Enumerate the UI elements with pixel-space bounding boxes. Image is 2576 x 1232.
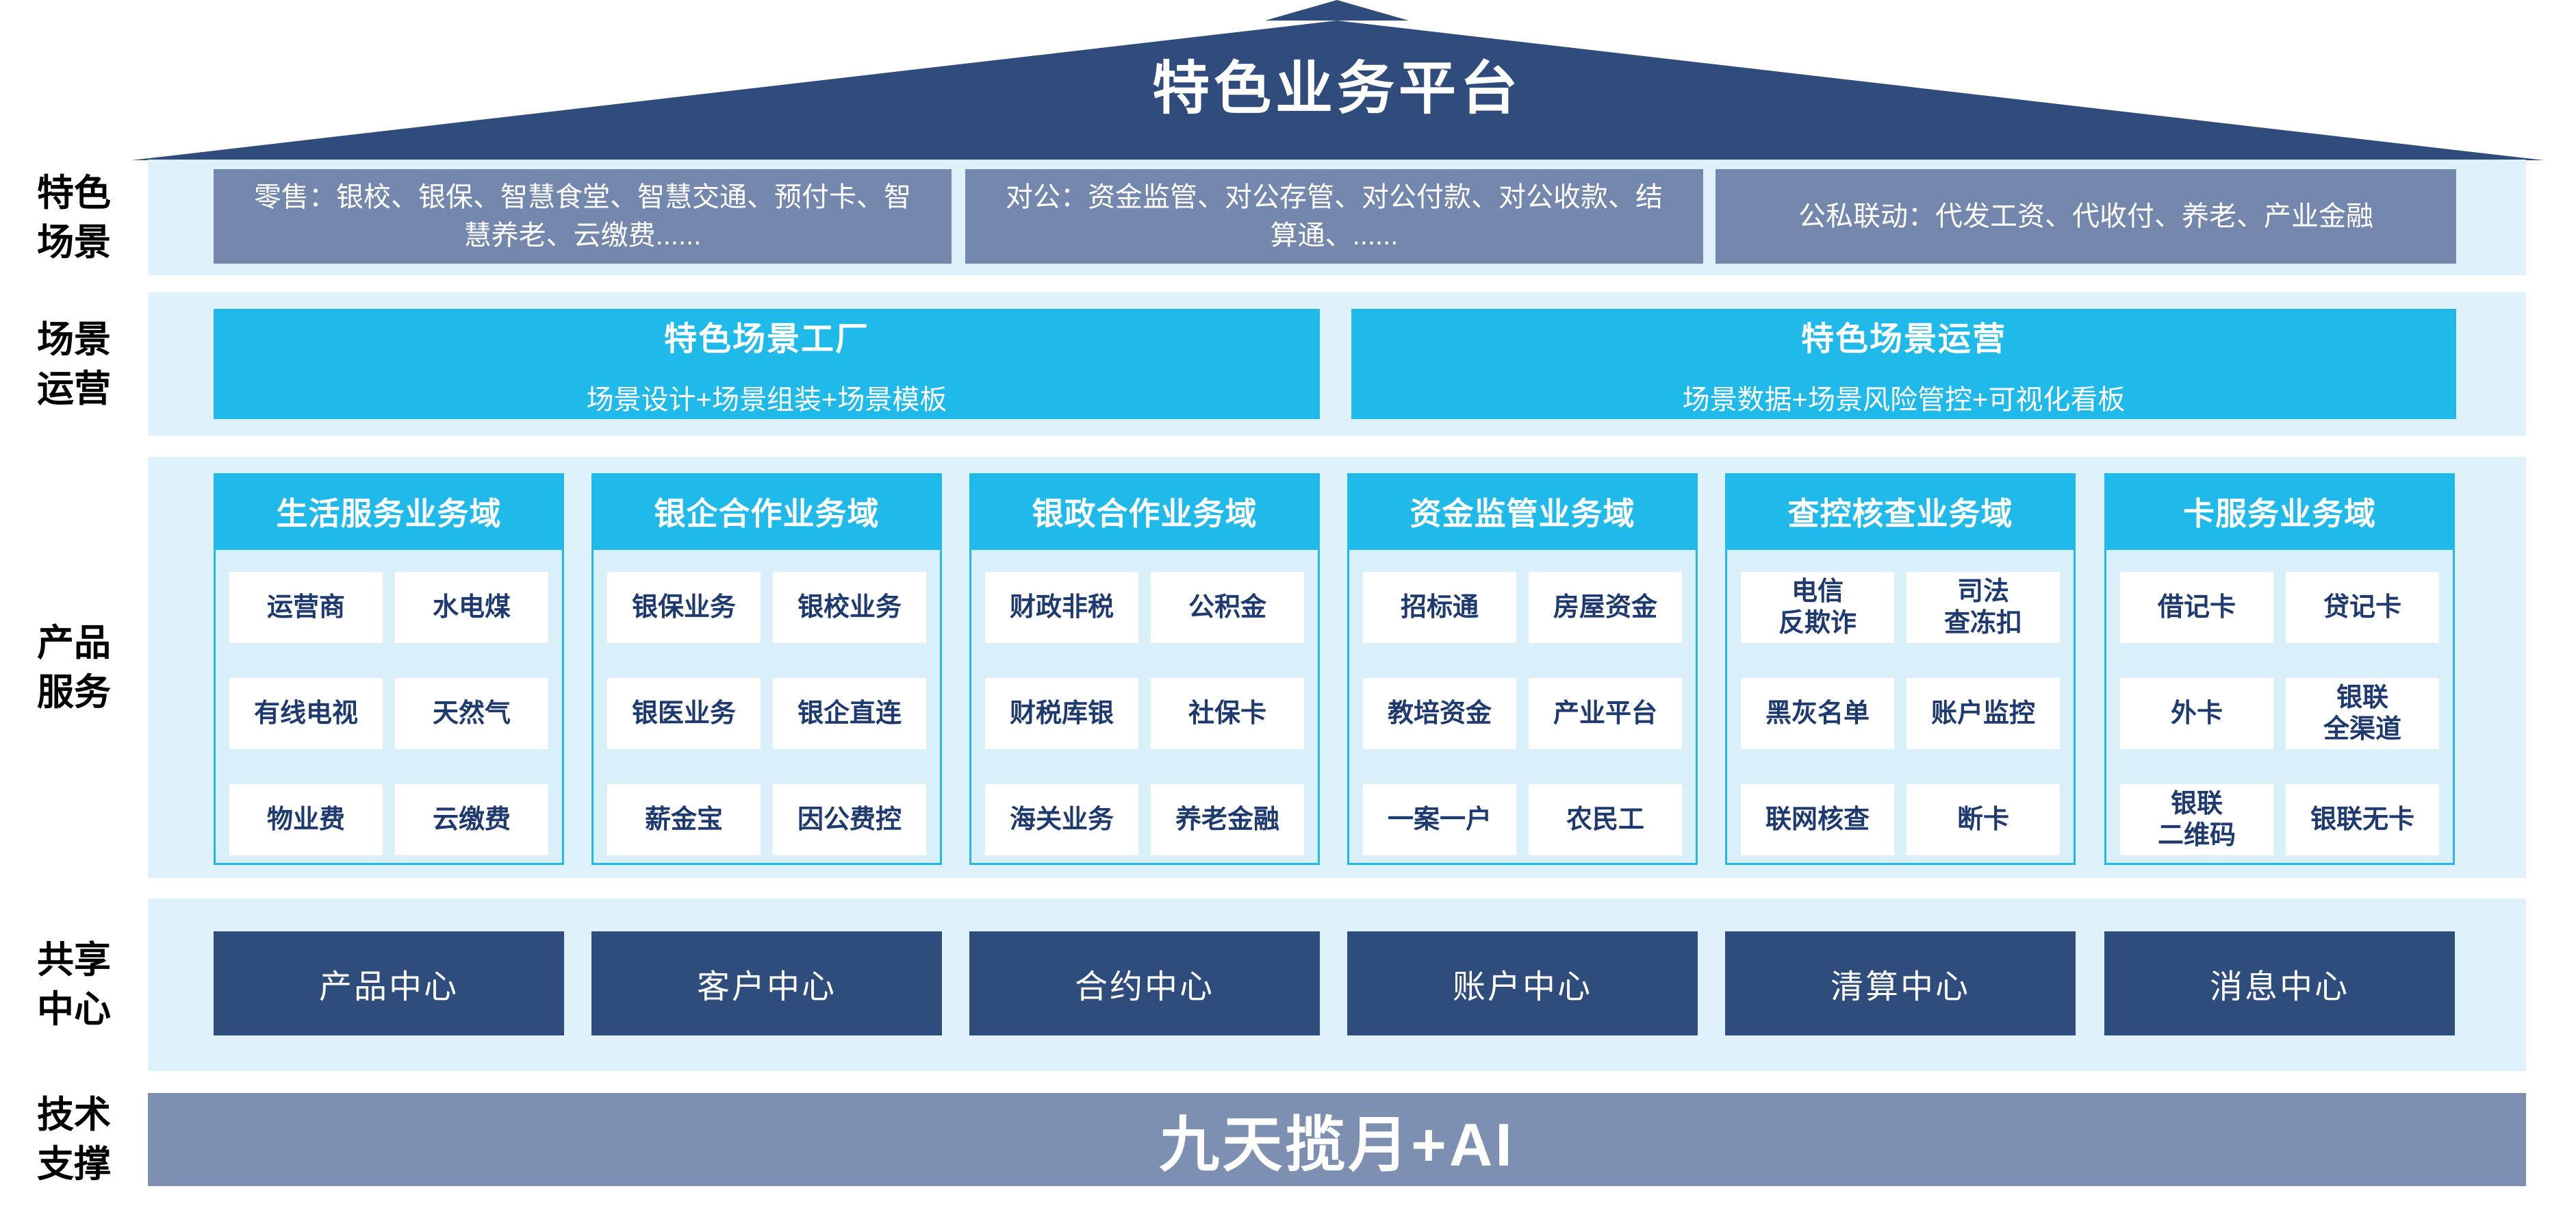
- scene-factory-box: 特色场景工厂 场景设计+场景组装+场景模板: [214, 309, 1320, 419]
- side-label-shared: 共享 中心: [37, 940, 111, 1030]
- product-cell: 海关业务: [985, 784, 1138, 855]
- scene-operation-subtitle: 场景数据+场景风险管控+可视化看板: [1682, 384, 2126, 415]
- product-cell: 财政非税: [985, 572, 1138, 643]
- product-cell: 有线电视: [229, 678, 383, 749]
- product-cell: 物业费: [229, 784, 383, 855]
- platform-title: 特色业务平台: [1151, 56, 1522, 121]
- side-label-operations: 场景 运营: [37, 318, 111, 410]
- column-body: 招标通 房屋资金 教培资金 产业平台 一案一户 农民工: [1347, 550, 1698, 865]
- product-cell: 司法 查冻扣: [1907, 572, 2060, 643]
- column-header: 银企合作业务域: [591, 473, 942, 550]
- column-header: 银政合作业务域: [969, 473, 1320, 550]
- product-cell: 银联 全渠道: [2286, 678, 2439, 749]
- center-box-customer: 客户中心: [591, 931, 942, 1035]
- column-header: 资金监管业务域: [1347, 473, 1698, 550]
- product-cell: 薪金宝: [607, 784, 761, 855]
- product-cell: 黑灰名单: [1741, 678, 1894, 749]
- side-label-products: 产品 服务: [37, 622, 111, 713]
- shared-row-strip: 产品中心 客户中心 合约中心 账户中心 清算中心 消息中心: [148, 898, 2526, 1071]
- side-label-scenes: 特色 场景: [37, 172, 111, 263]
- product-cell: 银校业务: [773, 572, 926, 643]
- product-cell: 银企直连: [773, 678, 926, 749]
- product-cell: 水电煤: [395, 572, 548, 643]
- product-cell: 银医业务: [607, 678, 761, 749]
- product-cell: 贷记卡: [2286, 572, 2439, 643]
- product-cell: 外卡: [2120, 678, 2273, 749]
- product-cell: 账户监控: [1907, 678, 2060, 749]
- product-column-fund-supervision: 资金监管业务域 招标通 房屋资金 教培资金 产业平台 一案一户 农民工: [1347, 473, 1698, 865]
- scene-box-corporate: 对公：资金监管、对公存管、对公付款、对公收款、结算通、......: [965, 169, 1703, 264]
- product-cell: 养老金融: [1151, 784, 1304, 855]
- product-cell: 财税库银: [985, 678, 1138, 749]
- product-cell: 运营商: [229, 572, 383, 643]
- column-header: 查控核查业务域: [1725, 473, 2076, 550]
- product-row-strip: 生活服务业务域 运营商 水电煤 有线电视 天然气 物业费 云缴费 银企合作业务域…: [148, 457, 2526, 878]
- scene-operation-title: 特色场景运营: [1800, 320, 2006, 357]
- column-header: 生活服务业务域: [214, 473, 564, 550]
- roof-banner-shape: [131, 0, 2544, 160]
- center-box-clearing: 清算中心: [1725, 931, 2076, 1035]
- operation-row-strip: 特色场景工厂 场景设计+场景组装+场景模板 特色场景运营 场景数据+场景风险管控…: [148, 292, 2526, 436]
- tech-support-bar: 九天揽月+AI: [148, 1093, 2526, 1186]
- product-cell: 借记卡: [2120, 572, 2273, 643]
- product-cell: 公积金: [1151, 572, 1304, 643]
- product-cell: 因公费控: [773, 784, 926, 855]
- product-cell: 社保卡: [1151, 678, 1304, 749]
- product-cell: 房屋资金: [1529, 572, 1682, 643]
- product-cell: 联网核查: [1741, 784, 1894, 855]
- product-column-bank-enterprise: 银企合作业务域 银保业务 银校业务 银医业务 银企直连 薪金宝 因公费控: [591, 473, 942, 865]
- scene-box-retail: 零售：银校、银保、智慧食堂、智慧交通、预付卡、智慧养老、云缴费......: [214, 169, 952, 264]
- product-column-life-services: 生活服务业务域 运营商 水电煤 有线电视 天然气 物业费 云缴费: [214, 473, 564, 865]
- column-body: 银保业务 银校业务 银医业务 银企直连 薪金宝 因公费控: [591, 550, 942, 865]
- scene-row-strip: 零售：银校、银保、智慧食堂、智慧交通、预付卡、智慧养老、云缴费...... 对公…: [148, 160, 2526, 275]
- product-column-bank-government: 银政合作业务域 财政非税 公积金 财税库银 社保卡 海关业务 养老金融: [969, 473, 1320, 865]
- scene-factory-title: 特色场景工厂: [663, 320, 869, 357]
- product-cell: 天然气: [395, 678, 548, 749]
- product-cell: 银联无卡: [2286, 784, 2439, 855]
- center-box-product: 产品中心: [214, 931, 564, 1035]
- scene-box-linkage: 公私联动：代发工资、代收付、养老、产业金融: [1716, 169, 2456, 264]
- product-cell: 云缴费: [395, 784, 548, 855]
- column-body: 财政非税 公积金 财税库银 社保卡 海关业务 养老金融: [969, 550, 1320, 865]
- product-cell: 电信 反欺诈: [1741, 572, 1894, 643]
- product-column-card-services: 卡服务业务域 借记卡 贷记卡 外卡 银联 全渠道 银联 二维码 银联无卡: [2104, 473, 2455, 865]
- center-box-contract: 合约中心: [969, 931, 1320, 1035]
- side-label-tech: 技术 支撑: [37, 1094, 111, 1185]
- product-cell: 银联 二维码: [2120, 784, 2273, 855]
- column-body: 借记卡 贷记卡 外卡 银联 全渠道 银联 二维码 银联无卡: [2104, 550, 2455, 865]
- scene-factory-subtitle: 场景设计+场景组装+场景模板: [586, 384, 947, 415]
- product-cell: 一案一户: [1363, 784, 1516, 855]
- column-header: 卡服务业务域: [2104, 473, 2455, 550]
- product-cell: 产业平台: [1529, 678, 1682, 749]
- scene-operation-box: 特色场景运营 场景数据+场景风险管控+可视化看板: [1351, 309, 2456, 419]
- column-body: 运营商 水电煤 有线电视 天然气 物业费 云缴费: [214, 550, 564, 865]
- column-body: 电信 反欺诈 司法 查冻扣 黑灰名单 账户监控 联网核查 断卡: [1725, 550, 2076, 865]
- center-box-message: 消息中心: [2104, 931, 2455, 1035]
- product-cell: 农民工: [1529, 784, 1682, 855]
- product-cell: 银保业务: [607, 572, 761, 643]
- product-cell: 教培资金: [1363, 678, 1516, 749]
- product-cell: 断卡: [1907, 784, 2060, 855]
- product-cell: 招标通: [1363, 572, 1516, 643]
- center-box-account: 账户中心: [1347, 931, 1698, 1035]
- product-column-inquiry-control: 查控核查业务域 电信 反欺诈 司法 查冻扣 黑灰名单 账户监控 联网核查 断卡: [1725, 473, 2076, 865]
